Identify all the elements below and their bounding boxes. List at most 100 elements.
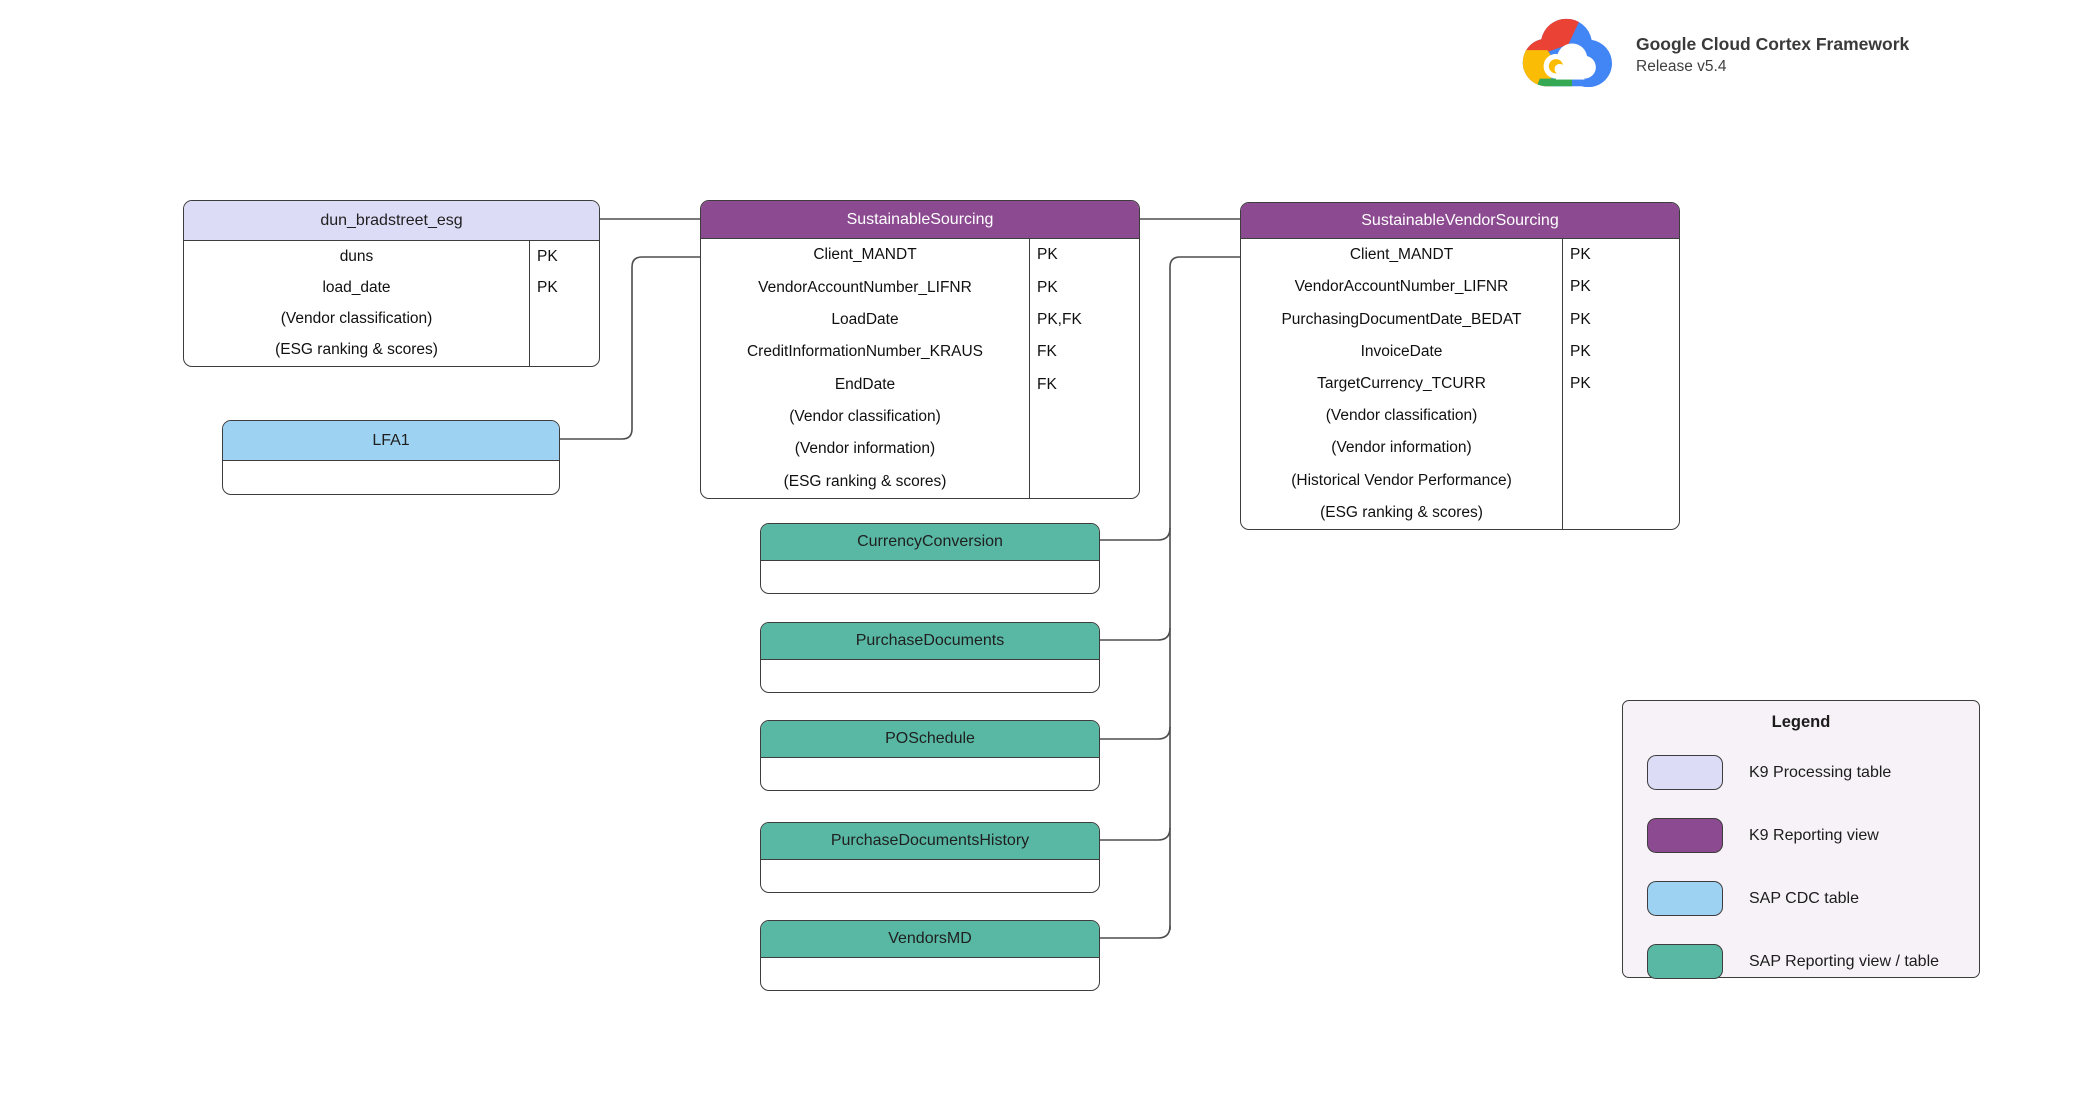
table-title: PurchaseDocuments	[855, 632, 1005, 649]
field-key: PK	[529, 241, 599, 273]
field-name: Client_MANDT	[1349, 246, 1454, 264]
field-name: Client_MANDT	[813, 246, 917, 264]
table-header: PurchaseDocumentsHistory	[761, 823, 1099, 860]
field-name: (ESG ranking & scores)	[275, 341, 438, 359]
field-name: load_date	[322, 278, 391, 296]
table-row: (Vendor classification)	[701, 400, 1139, 434]
field-name: EndDate	[834, 375, 896, 393]
table-row: (Vendor classification)	[184, 303, 599, 335]
field-name: (Vendor information)	[1331, 439, 1472, 457]
table-row: (Vendor information)	[701, 433, 1139, 466]
legend-item: SAP Reporting view / table	[1623, 930, 1979, 993]
field-key	[1562, 432, 1679, 465]
table-row: (Vendor classification)	[1241, 400, 1679, 433]
field-name: (Vendor classification)	[1325, 407, 1478, 425]
field-name: (ESG ranking & scores)	[1320, 503, 1483, 521]
table-row: InvoiceDate PK	[1241, 335, 1679, 368]
field-name: VendorAccountNumber_LIFNR	[758, 278, 972, 296]
connector-CurrencyConversion-to-trunk	[1100, 527, 1171, 541]
table-header: VendorsMD	[761, 921, 1099, 958]
field-key	[1562, 496, 1679, 529]
table-POSchedule: POSchedule	[760, 720, 1100, 791]
table-body	[761, 660, 1099, 692]
field-key: PK	[1562, 303, 1679, 336]
field-key	[529, 334, 599, 366]
table-body: Client_MANDT PK VendorAccountNumber_LIFNR P…	[1241, 239, 1679, 529]
field-key	[1562, 400, 1679, 433]
legend-item-label: K9 Processing table	[1749, 763, 1892, 781]
connector-LFA1-to-SustainableSourcing	[560, 256, 700, 440]
legend-item-label: SAP CDC table	[1749, 889, 1859, 907]
table-LFA1: LFA1	[222, 420, 560, 495]
legend-item-label: K9 Reporting view	[1749, 826, 1879, 844]
table-row: VendorAccountNumber_LIFNR PK	[701, 271, 1139, 304]
field-name: LoadDate	[831, 310, 899, 328]
field-name: PurchasingDocumentDate_BEDAT	[1281, 310, 1522, 328]
table-row: (Vendor information)	[1241, 432, 1679, 465]
table-body	[761, 860, 1099, 892]
table-header: dun_bradstreet_esg	[184, 201, 599, 241]
legend-item-label: SAP Reporting view / table	[1749, 952, 1940, 970]
table-row: VendorAccountNumber_LIFNR PK	[1241, 271, 1679, 304]
table-header: PurchaseDocuments	[761, 623, 1099, 660]
field-name: duns	[339, 247, 374, 265]
field-key: PK	[1029, 271, 1139, 304]
legend-title: Legend	[1771, 713, 1831, 731]
table-title: LFA1	[372, 431, 410, 449]
table-header: SustainableVendorSourcing	[1241, 203, 1679, 239]
field-key	[1029, 433, 1139, 466]
table-title: POSchedule	[885, 730, 975, 747]
table-title: PurchaseDocumentsHistory	[830, 832, 1030, 849]
connector-PurchaseDocuments-to-trunk	[1100, 627, 1171, 641]
table-row: PurchasingDocumentDate_BEDAT PK	[1241, 303, 1679, 336]
table-CurrencyConversion: CurrencyConversion	[760, 523, 1100, 594]
field-key	[1562, 464, 1679, 497]
google-cloud-logo-icon	[1517, 8, 1612, 101]
table-header: POSchedule	[761, 721, 1099, 758]
sap_reporting-swatch	[1647, 944, 1723, 979]
field-key: PK	[1562, 239, 1679, 272]
legend-box: Legend K9 Processing table K9 Reporting v…	[1622, 700, 1980, 979]
field-name: (Vendor classification)	[280, 310, 433, 328]
field-name: (ESG ranking & scores)	[783, 472, 947, 490]
table-body	[761, 561, 1099, 593]
k9_reporting-swatch	[1647, 818, 1723, 853]
brand-header: Google Cloud Cortex Framework Release v5…	[1517, 8, 1909, 101]
table-title: SustainableSourcing	[846, 210, 994, 228]
table-row: (ESG ranking & scores)	[1241, 496, 1679, 529]
table-row: (ESG ranking & scores)	[701, 465, 1139, 498]
table-row: duns PK	[184, 241, 599, 273]
field-name: InvoiceDate	[1360, 342, 1443, 360]
field-key: PK	[1562, 335, 1679, 368]
legend-item: SAP CDC table	[1623, 867, 1979, 930]
table-body	[761, 958, 1099, 990]
table-header: LFA1	[223, 421, 559, 461]
legend-item: K9 Reporting view	[1623, 804, 1979, 867]
table-title: dun_bradstreet_esg	[320, 211, 463, 229]
table-title: VendorsMD	[888, 930, 972, 947]
brand-text: Google Cloud Cortex Framework Release v5…	[1636, 34, 1909, 76]
table-PurchaseDocumentsHistory: PurchaseDocumentsHistory	[760, 822, 1100, 893]
legend-item: K9 Processing table	[1623, 741, 1979, 804]
connector-trunk-to-SustainableVendorSourcing	[1169, 256, 1240, 930]
field-key	[1029, 400, 1139, 434]
field-name: (Vendor classification)	[789, 408, 941, 426]
field-key: PK	[1562, 271, 1679, 304]
field-name: CreditInformationNumber_KRAUS	[746, 343, 984, 361]
connector-VendorsMD-to-trunk	[1100, 925, 1171, 939]
table-VendorsMD: VendorsMD	[760, 920, 1100, 991]
field-name: VendorAccountNumber_LIFNR	[1294, 278, 1509, 296]
field-key: PK	[1562, 367, 1679, 401]
